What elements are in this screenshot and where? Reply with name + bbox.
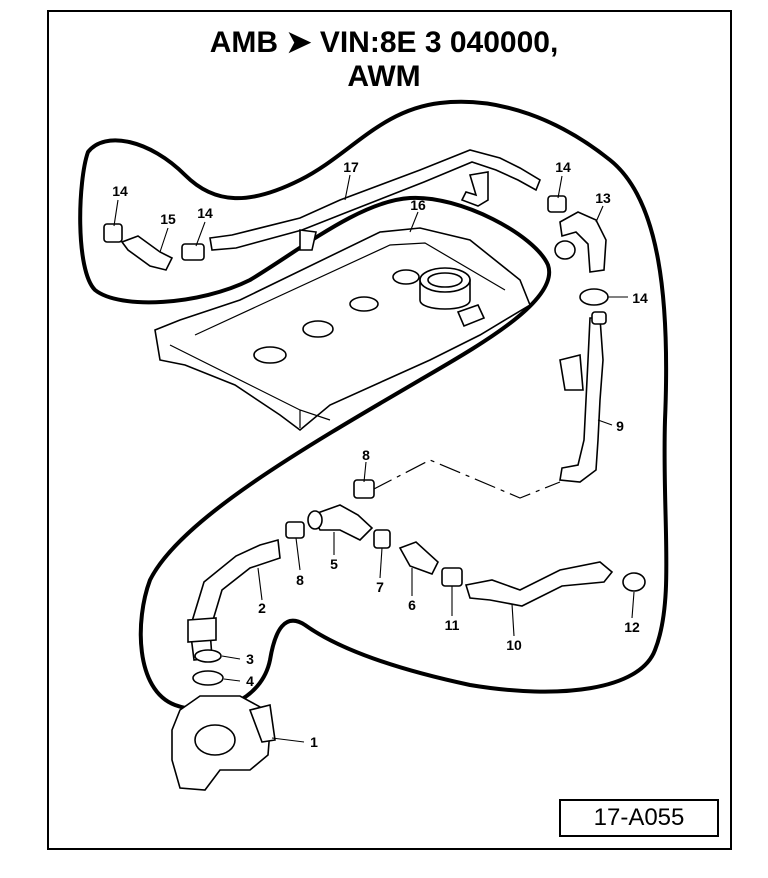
callout-3: 3 — [246, 651, 254, 667]
hose-10 — [464, 561, 614, 607]
callout-14b: 14 — [197, 205, 213, 221]
clip-11 — [441, 567, 463, 587]
callout-16: 16 — [410, 197, 426, 213]
callout-12: 12 — [624, 619, 640, 635]
clip-8-left — [285, 521, 305, 539]
valve-5 — [307, 504, 374, 541]
callout-11: 11 — [445, 617, 460, 633]
callout-14d: 14 — [632, 290, 648, 306]
diagram-code: 17-A055 — [559, 799, 719, 837]
callout-8b: 8 — [296, 572, 304, 588]
callout-4: 4 — [246, 673, 254, 689]
callout-15: 15 — [160, 211, 176, 227]
upper-hose — [209, 149, 541, 251]
group-outline — [78, 99, 669, 712]
clip-8-top — [353, 479, 375, 499]
hose-9 — [559, 311, 607, 483]
reference-line — [371, 459, 561, 499]
seal-3 — [194, 649, 222, 663]
pipe-2 — [187, 538, 281, 661]
callout-9: 9 — [616, 418, 624, 434]
title-line-2: AWM — [347, 60, 420, 93]
callout-13: 13 — [595, 190, 611, 206]
callout-14a: 14 — [112, 183, 128, 199]
callout-6: 6 — [408, 597, 416, 613]
elbow-13 — [547, 195, 609, 306]
valve-cover — [154, 227, 531, 432]
callout-7: 7 — [376, 579, 384, 595]
callout-14c: 14 — [555, 159, 571, 175]
callout-17: 17 — [343, 159, 359, 175]
title-line-1: AMB ➤ VIN:8E 3 040000, — [210, 26, 559, 59]
callout-5: 5 — [330, 556, 338, 572]
hose-15 — [103, 223, 205, 271]
pump-1 — [171, 695, 276, 791]
callout-2: 2 — [258, 600, 266, 616]
diagram-frame — [47, 10, 732, 850]
clip-7 — [373, 529, 391, 549]
clip-12 — [622, 572, 646, 592]
valve-6 — [398, 541, 439, 575]
callout-1: 1 — [310, 734, 318, 750]
leader-lines — [113, 174, 635, 743]
callout-10: 10 — [506, 637, 522, 653]
ring-4 — [192, 670, 224, 686]
callout-8a: 8 — [362, 447, 370, 463]
